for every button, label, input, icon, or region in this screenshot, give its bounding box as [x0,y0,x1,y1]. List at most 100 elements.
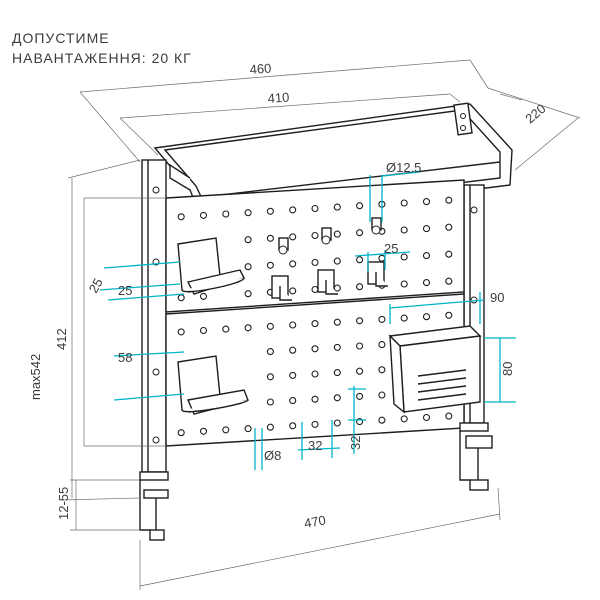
pegboard-hole [289,206,297,214]
headphone-holder-lower [177,355,249,415]
dim-460: 460 [249,61,272,77]
hooks-row [271,261,388,301]
pegboard-hole [400,199,408,207]
dim-90: 90 [490,290,504,305]
pegboard-hole [244,324,252,332]
pegboard-hole [199,427,208,435]
load-caption-line1: ДОПУСТИМЕ [12,30,110,46]
pegboard-hole [356,342,364,350]
pegboard-hole [177,213,185,221]
storage-basket [388,325,482,414]
pegboard-hole [177,328,185,336]
pegboard-hole [400,280,408,288]
pegboard-hole [311,231,319,240]
pegboard-hole [422,198,431,206]
pegboard-hole [356,256,364,264]
left-dimension-lines [61,159,501,590]
pegboard-hole [311,258,319,267]
pegboard-hole [266,234,274,242]
pegboard-hole [311,395,319,403]
pegboard-hole [289,346,297,354]
pegboard-hole [333,394,341,402]
pegboard-hole [333,419,341,427]
dim-220: 220 [522,101,548,126]
dim-32-vertical: 32 [348,436,363,450]
pegboard-hole [266,423,274,431]
left-post [141,159,167,473]
pegboard-hole [199,211,208,219]
pegboard-hole [244,209,252,217]
pegboard-hole [378,391,386,399]
pegs-row [278,217,382,255]
pegboard-hole [400,226,408,234]
pegboard-hole [378,254,386,262]
pegboard-hole [333,284,341,292]
dim-80: 80 [500,362,515,376]
pegboard-hole [311,285,319,294]
pegboard-hole [445,196,453,204]
dim-412: 412 [54,328,69,350]
pegboard-hole [289,233,297,241]
left-clamp [139,471,169,541]
pegboard-hole [177,294,185,302]
pegboard-hole [244,236,252,244]
pegboard-hole [289,422,297,430]
pegboard-hole [266,348,274,356]
pegboard-hole [244,425,252,433]
pegboard-hole [311,420,319,428]
pegboard-hole [244,263,252,271]
pegboard-hole [422,313,431,321]
dim-25-small: 25 [86,275,106,295]
pegboard-hole [333,318,341,326]
pegboard-hole [311,370,319,378]
pegboard-hole [378,416,386,424]
pegboard-hole [445,412,453,420]
pegboard-hole [445,277,453,285]
dim-25-left: 25 [118,283,132,298]
dim-410: 410 [267,90,290,106]
pegboard-hole [356,317,364,325]
accent-dimensions [99,171,516,470]
pegboard-hole [266,322,274,330]
pegboard-hole [333,369,341,377]
pegboard-hole [266,207,274,215]
headphone-holder-upper [177,237,245,295]
pegboard-hole [422,279,431,287]
pegboard-hole [333,203,341,211]
pegboard-hole [222,325,230,333]
pegboard-hole [356,283,364,291]
pegboard-hole [199,326,208,335]
pegboard-hole [333,230,341,238]
pegboard-hole [266,261,274,269]
pegboard-hole [422,413,431,422]
pegboard-hole [289,260,297,268]
pegboard-hole [222,210,230,218]
pegboard-hole [289,287,297,295]
pegboard-hole [289,371,297,379]
pegboard-hole [244,290,252,298]
dim-hole-8: Ø8 [264,448,281,463]
dim-58: 58 [118,350,132,365]
dim-hole-12-5: Ø12.5 [386,160,421,175]
pegboard-hole [400,253,408,261]
pegboard-hole [266,398,274,406]
pegboard-hole [333,343,341,351]
pegboard-hole [289,397,297,405]
dim-470: 470 [303,512,327,531]
pegboard-hole [356,392,364,400]
pegboard-hole [356,202,364,210]
pegboard-hole [356,367,364,375]
pegboard-hole [199,292,208,300]
pegboard-hole [266,373,274,381]
pegboard-hole [311,204,319,213]
dim-25-hooks: 25 [384,241,398,256]
pegboard-hole [445,250,453,258]
pegboard-hole [222,426,230,434]
dim-32-horizontal: 32 [308,438,322,453]
load-caption-line2: НАВАНТАЖЕННЯ: 20 КГ [12,50,192,66]
pegboard-hole [400,415,408,423]
pegboard-hole [378,341,386,349]
dim-max542: max542 [28,354,43,400]
